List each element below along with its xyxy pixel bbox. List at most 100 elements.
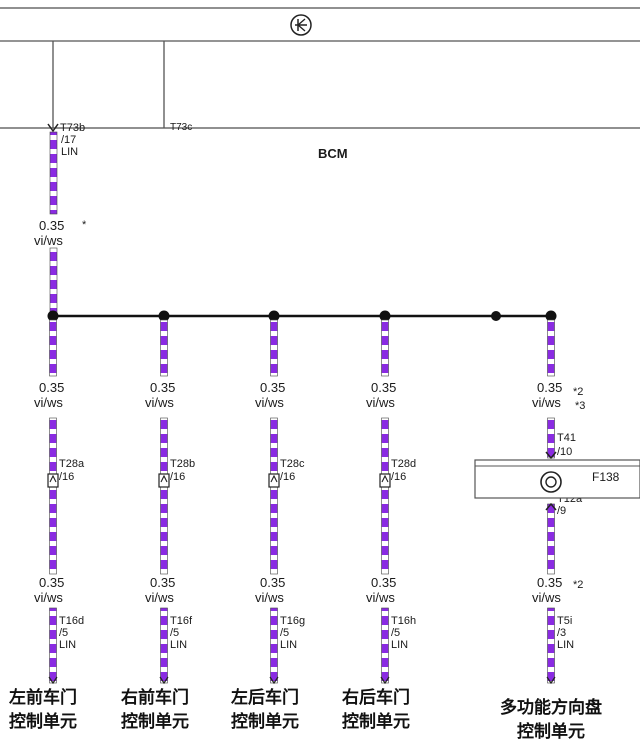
unit-label-lf: 左前车门控制单元 bbox=[0, 686, 108, 734]
wire-segment bbox=[160, 319, 168, 377]
wire-segment bbox=[49, 417, 57, 575]
wire-gauge-label: 0.35 bbox=[371, 575, 396, 590]
connector-arrow-icon bbox=[545, 502, 557, 511]
pin-arrow-icon bbox=[48, 676, 58, 685]
wire-segment bbox=[270, 417, 278, 575]
connector-2-label: T16h bbox=[391, 615, 416, 627]
wire-gauge-label: 0.35 bbox=[150, 380, 175, 395]
unit-label-line1: 右后车门 bbox=[342, 688, 410, 708]
connector-2-num: /5 bbox=[59, 627, 68, 639]
connector-icon bbox=[47, 473, 59, 488]
connector-1-label: T28b bbox=[170, 458, 195, 470]
wire-color-label: vi/ws bbox=[366, 395, 395, 410]
wire-gauge-label: 0.35 bbox=[260, 575, 285, 590]
bus-junction bbox=[268, 310, 280, 322]
connector-2-label: T16f bbox=[170, 615, 193, 627]
connector-arrow-icon bbox=[160, 474, 168, 483]
unit-label-line2: 控制单元 bbox=[121, 712, 189, 732]
connector-2-num: /3 bbox=[557, 627, 566, 639]
connector-icon bbox=[268, 473, 280, 488]
bus-junction bbox=[379, 310, 391, 322]
unit-label-rf: 右前车门控制单元 bbox=[90, 686, 220, 734]
connector-2-sig: LIN bbox=[59, 639, 76, 651]
wire-segment bbox=[270, 607, 278, 684]
ground-symbol-icon bbox=[290, 14, 312, 36]
wire-segment bbox=[49, 319, 57, 377]
wire-segment bbox=[547, 417, 555, 459]
wire-color-label: vi/ws bbox=[34, 395, 63, 410]
bcm-pin-left-num: /17 bbox=[61, 134, 76, 146]
f138-spring-box bbox=[474, 459, 640, 499]
bus-junction-extra bbox=[491, 311, 501, 321]
connector-1-label: T28d bbox=[391, 458, 416, 470]
connector-icon bbox=[379, 473, 391, 488]
unit-label-line2: 控制单元 bbox=[342, 712, 410, 732]
bcm-box bbox=[0, 7, 640, 129]
wire-color-label: vi/ws bbox=[255, 395, 284, 410]
wire-segment bbox=[49, 607, 57, 684]
wire-color-label: vi/ws bbox=[34, 590, 63, 605]
pin-arrow-icon bbox=[546, 676, 556, 685]
f138-label: F138 bbox=[592, 470, 620, 484]
trunk-note: * bbox=[82, 219, 87, 231]
connector-2-num: /5 bbox=[391, 627, 400, 639]
unit-label-line1: 多功能方向盘 bbox=[500, 698, 602, 718]
connector-2-label: T16g bbox=[280, 615, 305, 627]
pin-arrow-icon bbox=[269, 676, 279, 685]
wire-gauge-label: 0.35 bbox=[260, 380, 285, 395]
bcm-pin-left-sig: LIN bbox=[61, 146, 78, 158]
unit-label-rr: 右后车门控制单元 bbox=[311, 686, 441, 734]
bcm-title: BCM bbox=[318, 146, 348, 161]
connector-2-sig: LIN bbox=[557, 639, 574, 651]
wire-segment bbox=[381, 607, 389, 684]
connector-1-num: /16 bbox=[59, 471, 74, 483]
wire-gauge-label: 0.35 bbox=[537, 380, 562, 395]
wire-segment bbox=[381, 417, 389, 575]
connector-1-label: T41 bbox=[557, 432, 576, 444]
wire-gauge-label: 0.35 bbox=[39, 575, 64, 590]
wire-segment bbox=[160, 417, 168, 575]
wire-note-a: *2 bbox=[573, 386, 583, 398]
wire-color-label: vi/ws bbox=[532, 590, 561, 605]
bus-junction bbox=[158, 310, 170, 322]
unit-label-mfsw: 多功能方向盘控制单元 bbox=[466, 696, 636, 744]
trunk-gauge: 0.35 bbox=[39, 218, 64, 233]
connector-2-sig: LIN bbox=[391, 639, 408, 651]
bcm-pin-left: T73b /17 LIN bbox=[47, 122, 85, 158]
connector-2-label: T5i bbox=[557, 615, 572, 627]
wire-gauge-label: 0.35 bbox=[150, 575, 175, 590]
wire-note-b: *3 bbox=[575, 400, 585, 412]
wire-segment bbox=[270, 319, 278, 377]
wire-color-label: vi/ws bbox=[145, 590, 174, 605]
connector-1b-num: /9 bbox=[557, 505, 566, 517]
connector-2-num: /5 bbox=[170, 627, 179, 639]
unit-label-line2: 控制单元 bbox=[9, 712, 77, 732]
wire-segment bbox=[381, 319, 389, 377]
connector-2-label: T16d bbox=[59, 615, 84, 627]
bus-junction bbox=[545, 310, 557, 322]
wire-segment bbox=[547, 319, 555, 377]
wire-gauge-label: 0.35 bbox=[537, 575, 562, 590]
wire-gauge-label: 0.35 bbox=[371, 380, 396, 395]
unit-label-line2: 控制单元 bbox=[517, 722, 585, 742]
wire-segment bbox=[547, 607, 555, 684]
connector-1-num: /16 bbox=[170, 471, 185, 483]
wire-note-c: *2 bbox=[573, 579, 583, 591]
connector-1-num: /10 bbox=[557, 446, 572, 458]
connector-1-num: /16 bbox=[280, 471, 295, 483]
wire-color-label: vi/ws bbox=[255, 590, 284, 605]
connector-arrow-icon bbox=[381, 474, 389, 483]
pin-arrow-icon bbox=[380, 676, 390, 685]
connector-1-label: T28c bbox=[280, 458, 305, 470]
trunk-color-code: vi/ws bbox=[34, 233, 63, 248]
connector-arrow-icon bbox=[270, 474, 278, 483]
connector-icon bbox=[158, 473, 170, 488]
connector-2-sig: LIN bbox=[280, 639, 297, 651]
unit-label-line1: 左后车门 bbox=[231, 688, 299, 708]
